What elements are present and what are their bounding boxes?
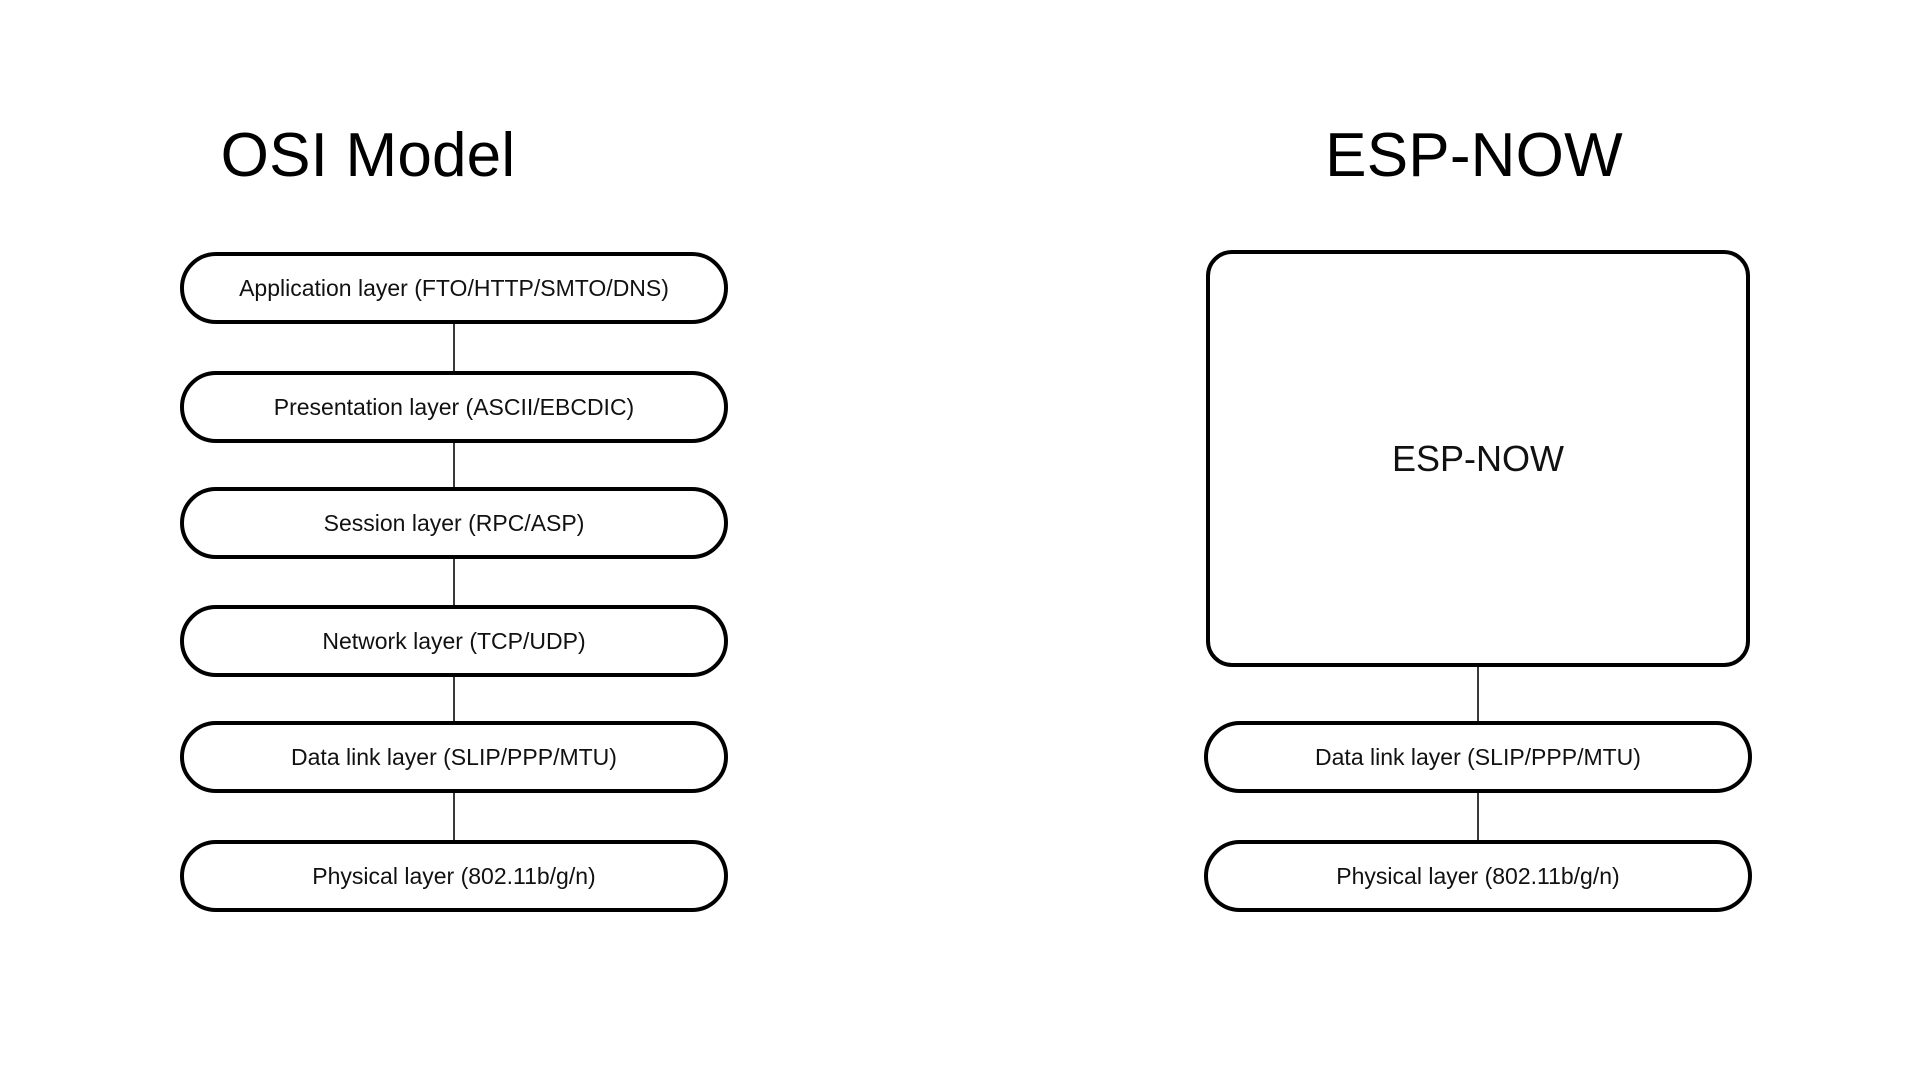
osi-connector-application-to-presentation	[453, 324, 455, 371]
esp-now-node-data-link-layer[interactable]: Data link layer (SLIP/PPP/MTU)	[1204, 721, 1752, 793]
osi-connector-datalink-to-physical	[453, 793, 455, 840]
osi-node-presentation-layer-label: Presentation layer (ASCII/EBCDIC)	[273, 393, 635, 420]
osi-connector-presentation-to-session	[453, 443, 455, 487]
esp-now-node-block[interactable]: ESP-NOW	[1206, 250, 1750, 667]
osi-node-session-layer-label: Session layer (RPC/ASP)	[323, 509, 585, 536]
osi-model-title: OSI Model	[220, 121, 516, 190]
osi-connector-network-to-datalink	[453, 677, 455, 721]
esp-now-node-physical-layer[interactable]: Physical layer (802.11b/g/n)	[1204, 840, 1752, 912]
osi-connector-session-to-network	[453, 559, 455, 605]
osi-node-data-link-layer[interactable]: Data link layer (SLIP/PPP/MTU)	[180, 721, 728, 793]
osi-node-presentation-layer[interactable]: Presentation layer (ASCII/EBCDIC)	[180, 371, 728, 443]
osi-node-network-layer[interactable]: Network layer (TCP/UDP)	[180, 605, 728, 677]
osi-node-data-link-layer-label: Data link layer (SLIP/PPP/MTU)	[291, 743, 617, 770]
osi-node-physical-layer-label: Physical layer (802.11b/g/n)	[312, 862, 596, 889]
esp-now-title: ESP-NOW	[1325, 121, 1623, 190]
osi-node-physical-layer[interactable]: Physical layer (802.11b/g/n)	[180, 840, 728, 912]
osi-node-network-layer-label: Network layer (TCP/UDP)	[322, 627, 586, 654]
esp-now-node-block-label: ESP-NOW	[1391, 437, 1564, 479]
osi-node-application-layer-label: Application layer (FTO/HTTP/SMTO/DNS)	[239, 274, 669, 301]
osi-node-session-layer[interactable]: Session layer (RPC/ASP)	[180, 487, 728, 559]
esp-now-connector-block-to-datalink	[1477, 667, 1479, 721]
esp-now-connector-datalink-to-physical	[1477, 793, 1479, 840]
osi-node-application-layer[interactable]: Application layer (FTO/HTTP/SMTO/DNS)	[180, 252, 728, 324]
esp-now-node-data-link-layer-label: Data link layer (SLIP/PPP/MTU)	[1315, 743, 1641, 770]
esp-now-node-physical-layer-label: Physical layer (802.11b/g/n)	[1336, 862, 1620, 889]
